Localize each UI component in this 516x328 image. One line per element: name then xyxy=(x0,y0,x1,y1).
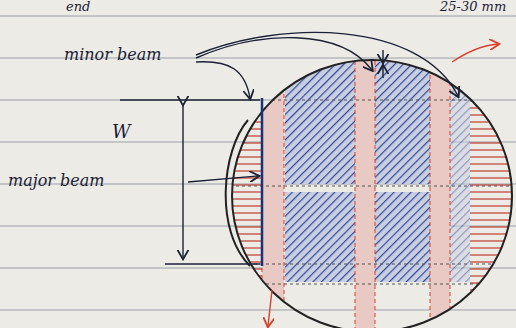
dimension-label: 25-30 mm xyxy=(440,0,506,14)
dimension-label: W xyxy=(112,122,131,142)
part-label: major beam xyxy=(8,172,104,190)
note-text: end xyxy=(66,0,90,14)
part-label: minor beam xyxy=(64,46,161,64)
